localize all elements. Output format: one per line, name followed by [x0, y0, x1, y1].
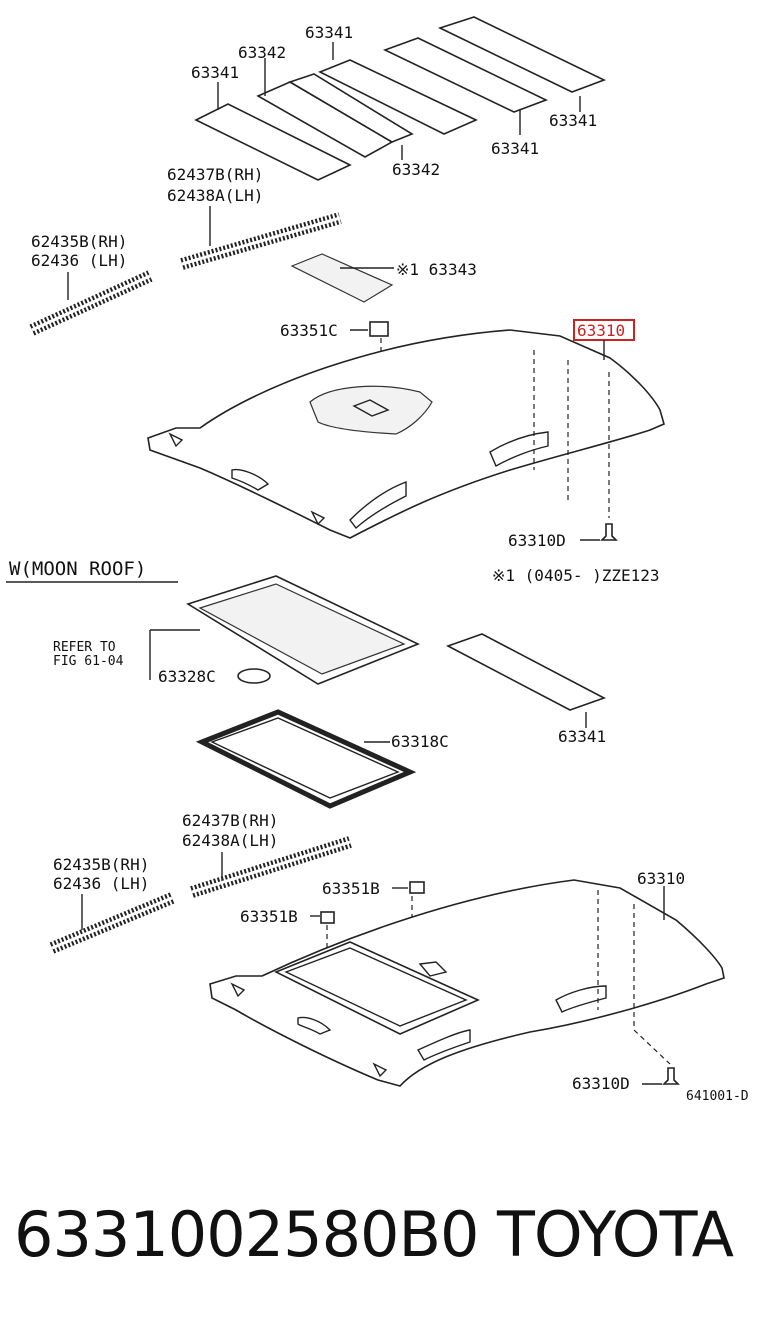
- label-63310d: 63310D: [508, 531, 566, 550]
- label-62435b: 62435B(RH): [53, 855, 149, 874]
- pad-63343: [290, 253, 394, 303]
- clip-63351b-b: [320, 911, 335, 924]
- part-number: 6331002580B0: [14, 1198, 479, 1271]
- sunshade-assembly: [186, 575, 420, 685]
- headliner-63310-lower: [209, 879, 725, 1087]
- clip-63310d-bottom: [662, 1067, 680, 1085]
- label-63328c: 63328C: [158, 667, 216, 686]
- clip-63351b-a: [409, 881, 425, 894]
- section-heading-moon-roof: W(MOON ROOF): [9, 558, 146, 580]
- label-63341: 63341: [491, 139, 539, 158]
- pad-63341-center: [318, 59, 478, 135]
- label-63351b: 63351B: [240, 907, 298, 926]
- label-62437b: 62437B(RH): [167, 165, 263, 184]
- applicability-note: ※1 (0405- )ZZE123: [492, 566, 660, 585]
- clip-63351c: [369, 321, 389, 337]
- frame-63318c: [195, 709, 417, 809]
- headliner-63310-upper: [147, 329, 665, 539]
- refer-to-label: REFER TO: [53, 640, 116, 655]
- label-63342: 63342: [392, 160, 440, 179]
- pad-63342-b: [288, 73, 414, 143]
- label-63341: 63341: [305, 23, 353, 42]
- weatherstrip-62435b-top: [29, 270, 153, 336]
- brand-name: TOYOTA: [497, 1198, 734, 1271]
- weatherstrip-62437b-top: [180, 212, 342, 270]
- label-63341: 63341: [549, 111, 597, 130]
- label-62436: 62436 (LH): [53, 874, 149, 893]
- label-62437b: 62437B(RH): [182, 811, 278, 830]
- pad-63341-right-a: [382, 37, 549, 113]
- label-63343: ※1 63343: [396, 260, 477, 279]
- pad-63341-moon-roof: [446, 633, 606, 711]
- label-63342: 63342: [238, 43, 286, 62]
- figure-id: 641001-D: [686, 1089, 749, 1104]
- label-62438a: 62438A(LH): [182, 831, 278, 850]
- weatherstrip-62437b-bottom: [190, 836, 352, 898]
- parts-diagram: 63341 63342 63341 63341 63341 63342 6243…: [6, 16, 749, 1104]
- label-63341: 63341: [191, 63, 239, 82]
- label-62438a: 62438A(LH): [167, 186, 263, 205]
- weatherstrip-62435b-bottom: [49, 892, 175, 954]
- pad-63341-right-b: [437, 16, 607, 93]
- label-63351b: 63351B: [322, 879, 380, 898]
- label-63318c: 63318C: [391, 732, 449, 751]
- clip-63328c: [237, 668, 271, 684]
- label-63341: 63341: [558, 727, 606, 746]
- label-63310d: 63310D: [572, 1074, 630, 1093]
- label-62435b: 62435B(RH): [31, 232, 127, 251]
- footer: 6331002580B0 TOYOTA: [0, 1190, 760, 1290]
- label-63351c: 63351C: [280, 321, 338, 340]
- label-62436: 62436 (LH): [31, 251, 127, 270]
- clip-63310d-top: [600, 523, 618, 541]
- label-63310-highlighted: 63310: [577, 321, 625, 340]
- figure-reference-label: FIG 61-04: [53, 654, 124, 669]
- label-63310: 63310: [637, 869, 685, 888]
